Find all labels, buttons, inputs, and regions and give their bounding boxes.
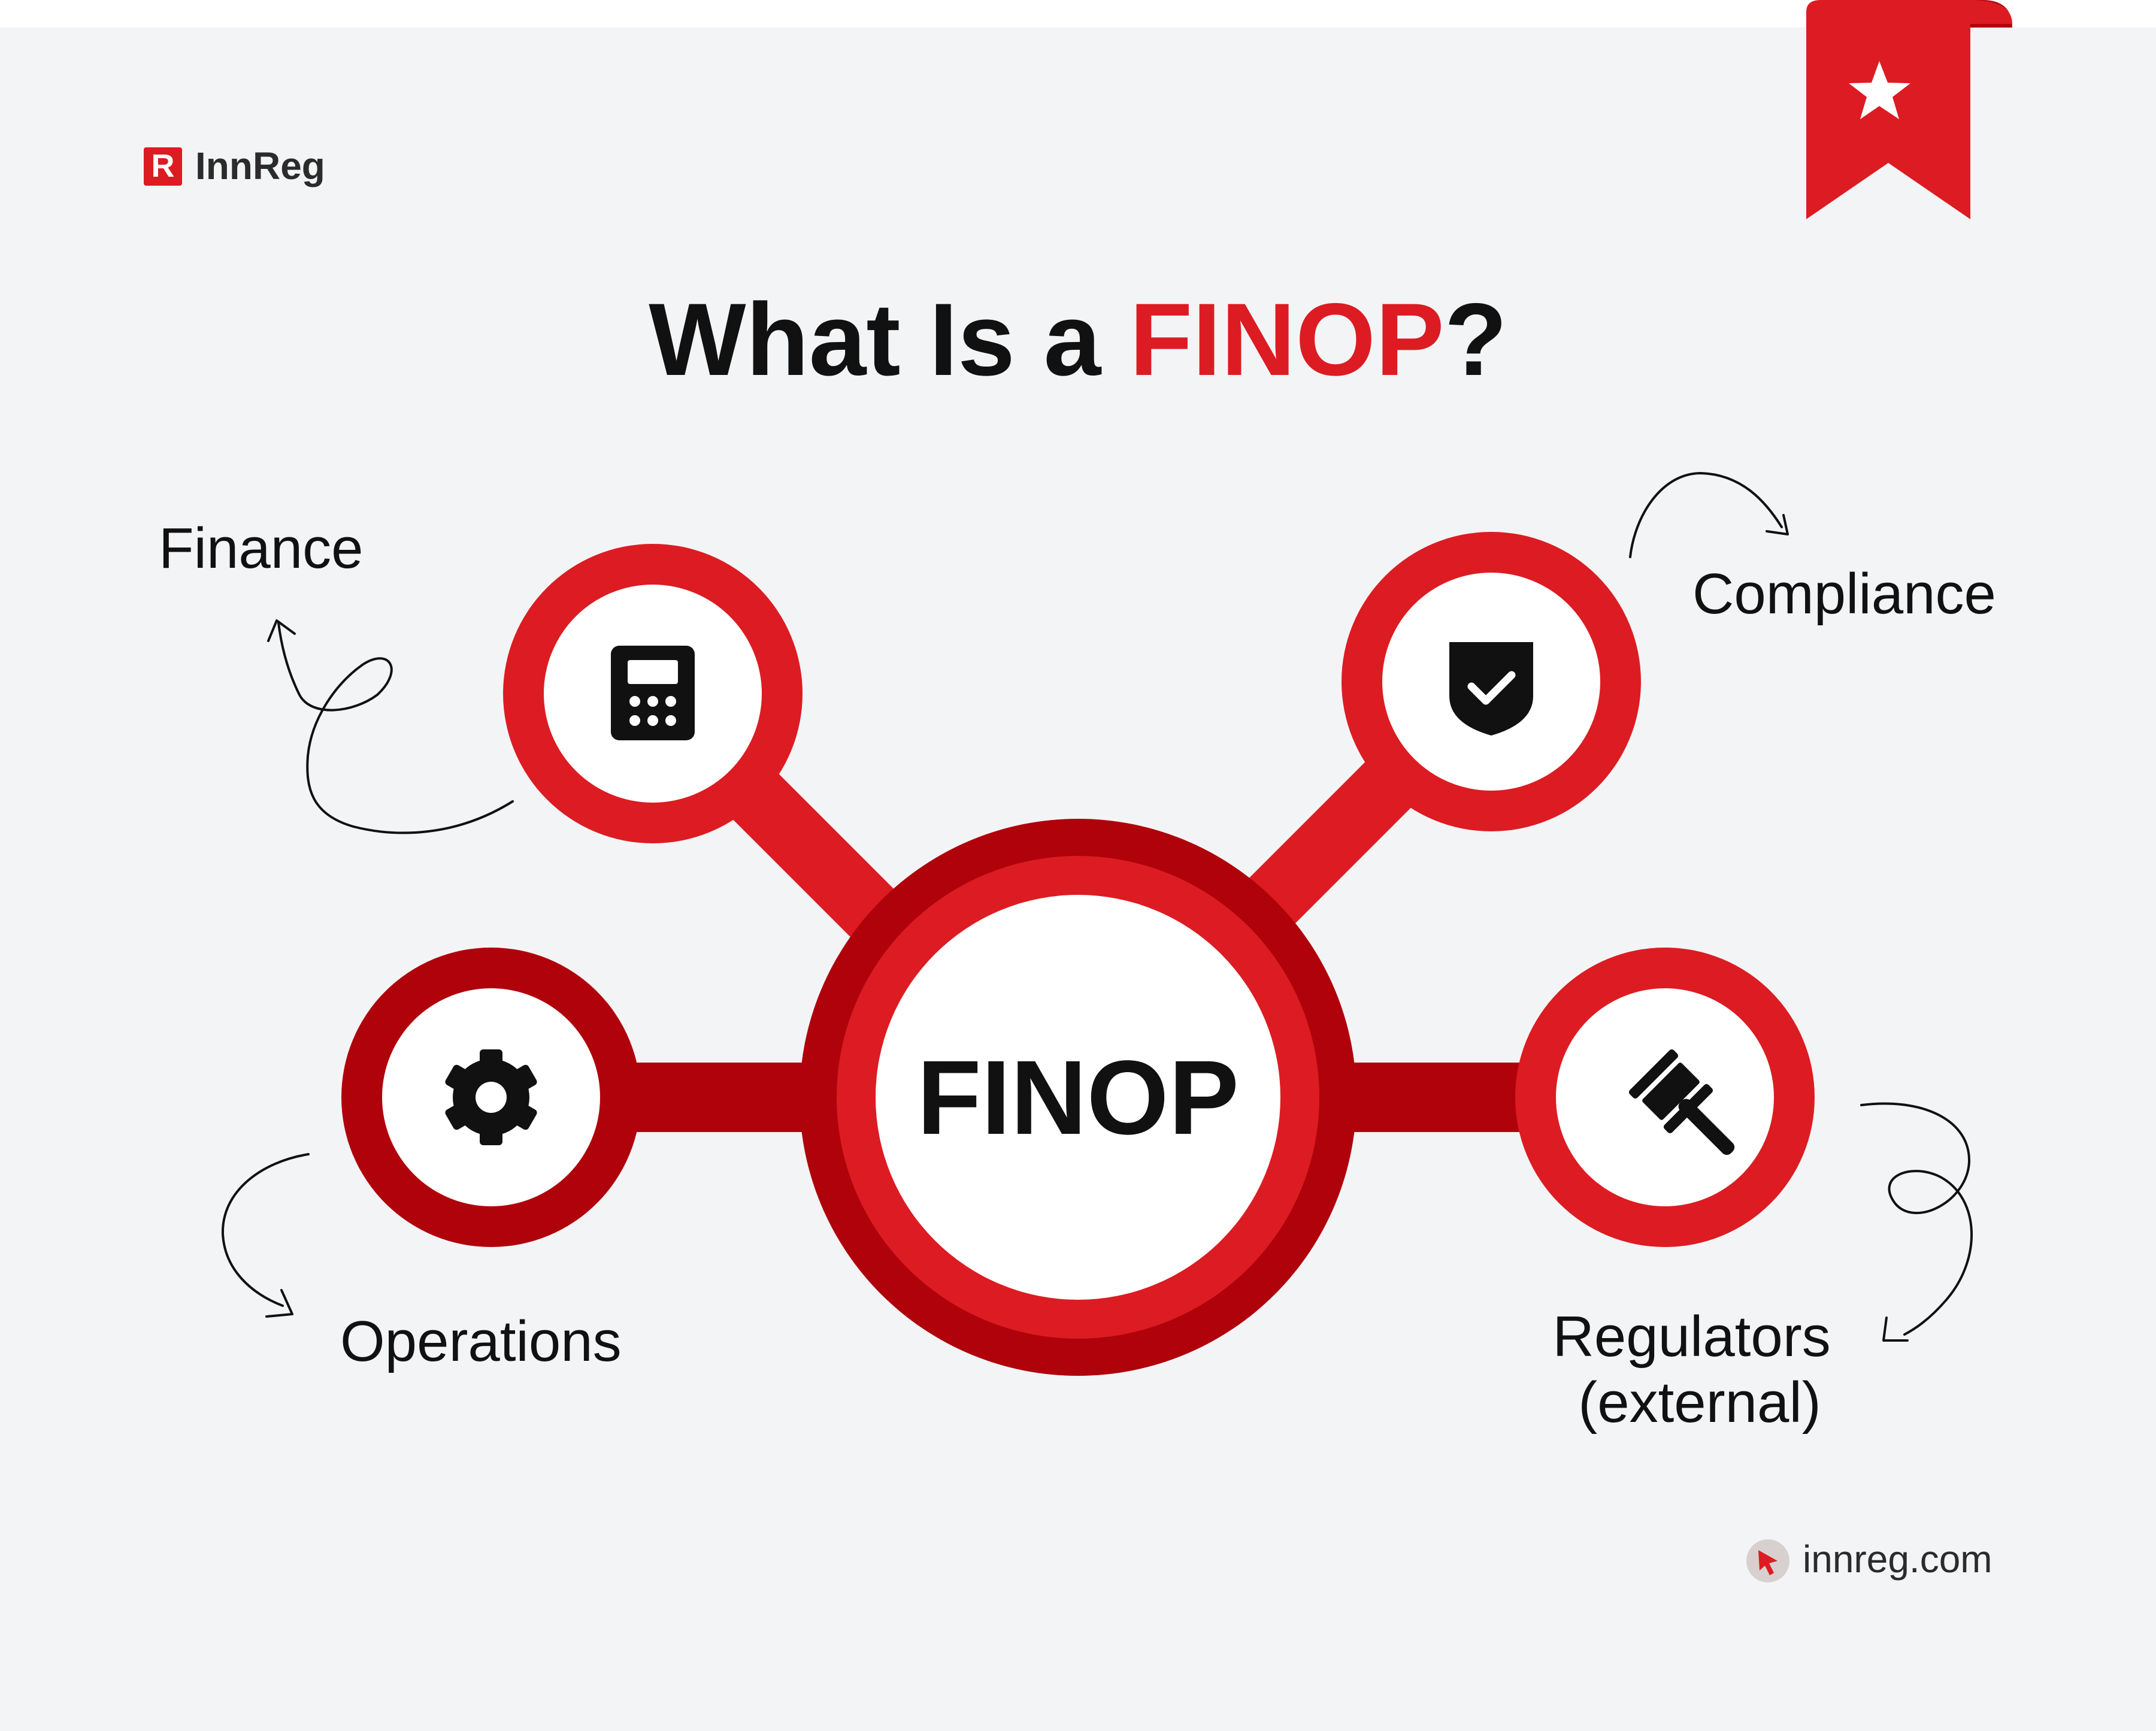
- title-highlight: FINOP: [1130, 282, 1445, 397]
- label-operations: Operations: [340, 1309, 622, 1373]
- website-footer: innreg.com: [1746, 1538, 1993, 1582]
- bookmark-ribbon: [1806, 0, 2012, 219]
- node-compliance: [1342, 532, 1641, 831]
- label-regulators-line1: Regulators: [1553, 1305, 1831, 1369]
- brand-logo: R InnReg: [144, 144, 325, 187]
- gavel-icon: [1628, 1049, 1735, 1155]
- shield-check-icon: [1449, 642, 1533, 736]
- node-finance: [503, 544, 803, 843]
- compliance-arrow: [1629, 472, 1789, 558]
- label-finance: Finance: [159, 516, 364, 580]
- label-compliance: Compliance: [1692, 562, 1996, 626]
- finance-arrow: [267, 619, 514, 834]
- brand-name: InnReg: [195, 144, 325, 187]
- title-prefix: What Is a: [649, 282, 1130, 397]
- label-regulators-line2: (external): [1578, 1370, 1821, 1435]
- logo-letter: R: [152, 148, 175, 184]
- title-suffix: ?: [1445, 282, 1507, 397]
- node-regulators: [1515, 948, 1815, 1247]
- page-title: What Is a FINOP?: [649, 282, 1507, 397]
- center-label: FINOP: [917, 1039, 1239, 1157]
- label-regulators: Regulators (external): [1553, 1305, 1847, 1435]
- gear-icon: [445, 1049, 537, 1145]
- website-link[interactable]: innreg.com: [1803, 1538, 1993, 1581]
- cursor-icon: [1746, 1539, 1789, 1582]
- star-icon: [1849, 61, 1910, 119]
- regulators-arrow: [1860, 1102, 1973, 1342]
- operations-arrow: [221, 1153, 310, 1318]
- node-operations: [341, 948, 641, 1247]
- center-hub: FINOP: [800, 819, 1356, 1376]
- logo-mark: [144, 147, 182, 186]
- calculator-icon: [611, 646, 695, 740]
